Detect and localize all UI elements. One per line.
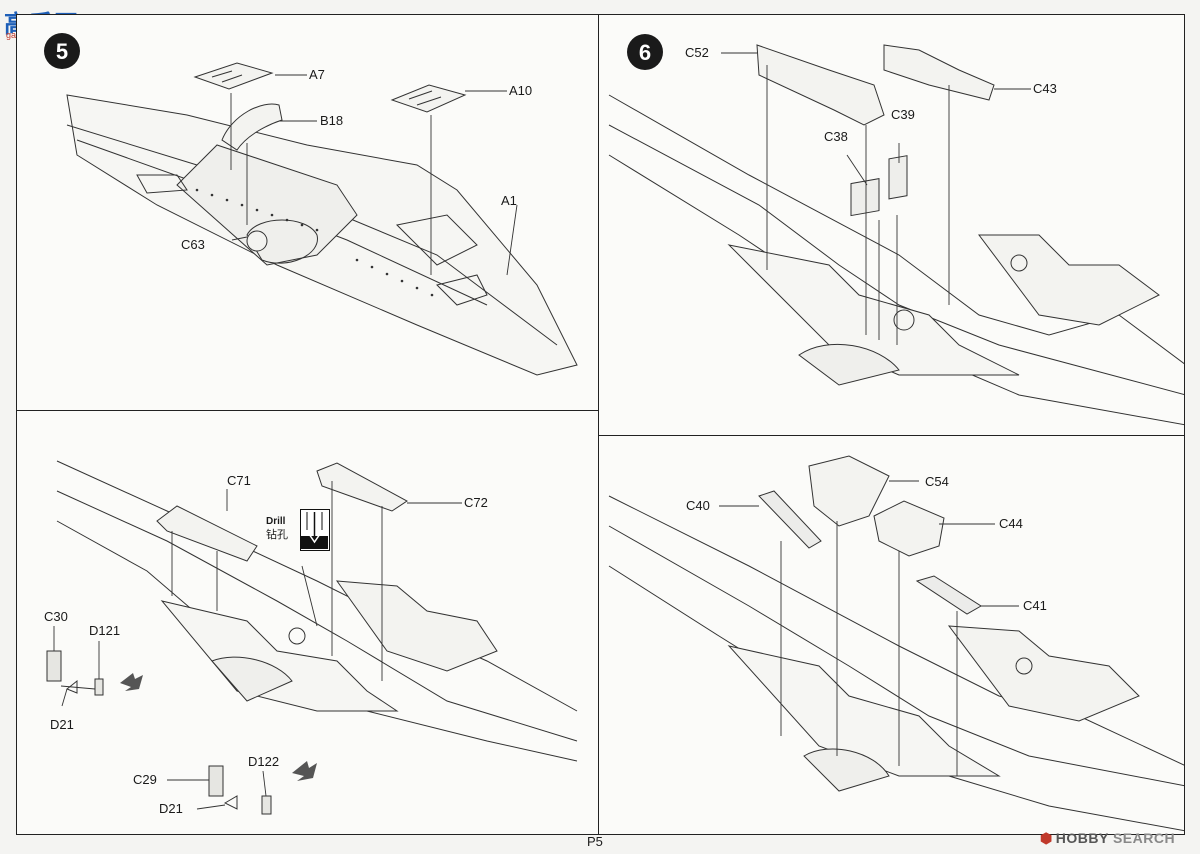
label-a1: A1: [501, 193, 517, 208]
step-8-drawing: C40 C54 C44 C41: [608, 455, 1184, 832]
label-d21-b: D21: [159, 801, 183, 816]
direction-arrow-icon: [292, 761, 317, 781]
step-8-panel: C40 C54 C44 C41: [598, 435, 1185, 835]
step-5-panel: 5: [16, 14, 599, 411]
watermark: ⬢HOBBY SEARCH: [1040, 830, 1175, 847]
label-c54: C54: [925, 474, 949, 489]
part-c29: [208, 765, 224, 797]
step-5-badge: [44, 33, 80, 69]
part-d121: [94, 678, 104, 696]
part-c71: [156, 505, 258, 562]
fuselage-floor: [608, 495, 1184, 832]
part-c63: [246, 230, 268, 252]
step-6-badge: [627, 34, 663, 70]
watermark-suffix: SEARCH: [1112, 830, 1176, 846]
watermark-brand: HOBBY: [1055, 830, 1109, 846]
hobbysearch-logo-icon: ⬢: [1040, 830, 1053, 846]
part-c38: [850, 178, 880, 217]
label-c38: C38: [824, 129, 848, 144]
part-b18: [221, 103, 283, 151]
label-b18: B18: [320, 113, 343, 128]
label-c41: C41: [1023, 598, 1047, 613]
label-d122: D122: [248, 754, 279, 769]
drill-label: Drill: [266, 516, 286, 527]
part-a10: [390, 84, 467, 113]
step-5-drawing: 5: [44, 33, 578, 376]
label-c29: C29: [133, 772, 157, 787]
drill-icon: [300, 509, 330, 551]
label-c71: C71: [227, 473, 251, 488]
rivet-pattern: [195, 188, 434, 297]
part-c40: [758, 490, 822, 549]
part-c30: [46, 650, 62, 682]
fuselage-floor: [56, 460, 578, 762]
part-d122: [261, 795, 272, 815]
label-a10: A10: [509, 83, 532, 98]
label-c43: C43: [1033, 81, 1057, 96]
part-c41: [915, 575, 982, 615]
label-a7: A7: [309, 67, 325, 82]
step-7-drawing: C71 C72 C30 D121 D21 C29 D122 D21: [44, 460, 578, 816]
assembly-guides: [230, 74, 518, 276]
step-6-drawing: 6: [608, 34, 1184, 426]
assembly-guides: [721, 52, 1031, 345]
part-c54: [808, 455, 890, 527]
label-d21-a: D21: [50, 717, 74, 732]
page-number: P5: [587, 834, 603, 849]
drill-notice: Drill 钻孔: [266, 507, 356, 555]
label-c52: C52: [685, 45, 709, 60]
part-d21-b: [223, 795, 238, 810]
assembly-guides: [719, 480, 1019, 776]
fuselage-floor: [608, 94, 1184, 426]
part-c43: [883, 44, 995, 101]
part-c39: [888, 155, 908, 200]
step-6-number: 6: [639, 40, 651, 65]
label-c39: C39: [891, 107, 915, 122]
label-d121: D121: [89, 623, 120, 638]
step-5-number: 5: [56, 39, 68, 64]
part-c52: [756, 44, 885, 126]
drill-label-zh: 钻孔: [266, 529, 288, 541]
label-c30: C30: [44, 609, 68, 624]
wing-part-a1: [66, 94, 578, 376]
step-7-panel: C71 C72 C30 D121 D21 C29 D122 D21 Drill …: [16, 410, 599, 835]
label-c44: C44: [999, 516, 1023, 531]
assembly-guides: [53, 481, 462, 810]
step-6-panel: 6: [598, 14, 1185, 436]
part-a7: [193, 62, 274, 90]
part-c72: [316, 462, 408, 512]
part-c44: [873, 500, 945, 557]
label-c63: C63: [181, 237, 205, 252]
label-c40: C40: [686, 498, 710, 513]
label-c72: C72: [464, 495, 488, 510]
direction-arrow-icon: [120, 673, 143, 691]
